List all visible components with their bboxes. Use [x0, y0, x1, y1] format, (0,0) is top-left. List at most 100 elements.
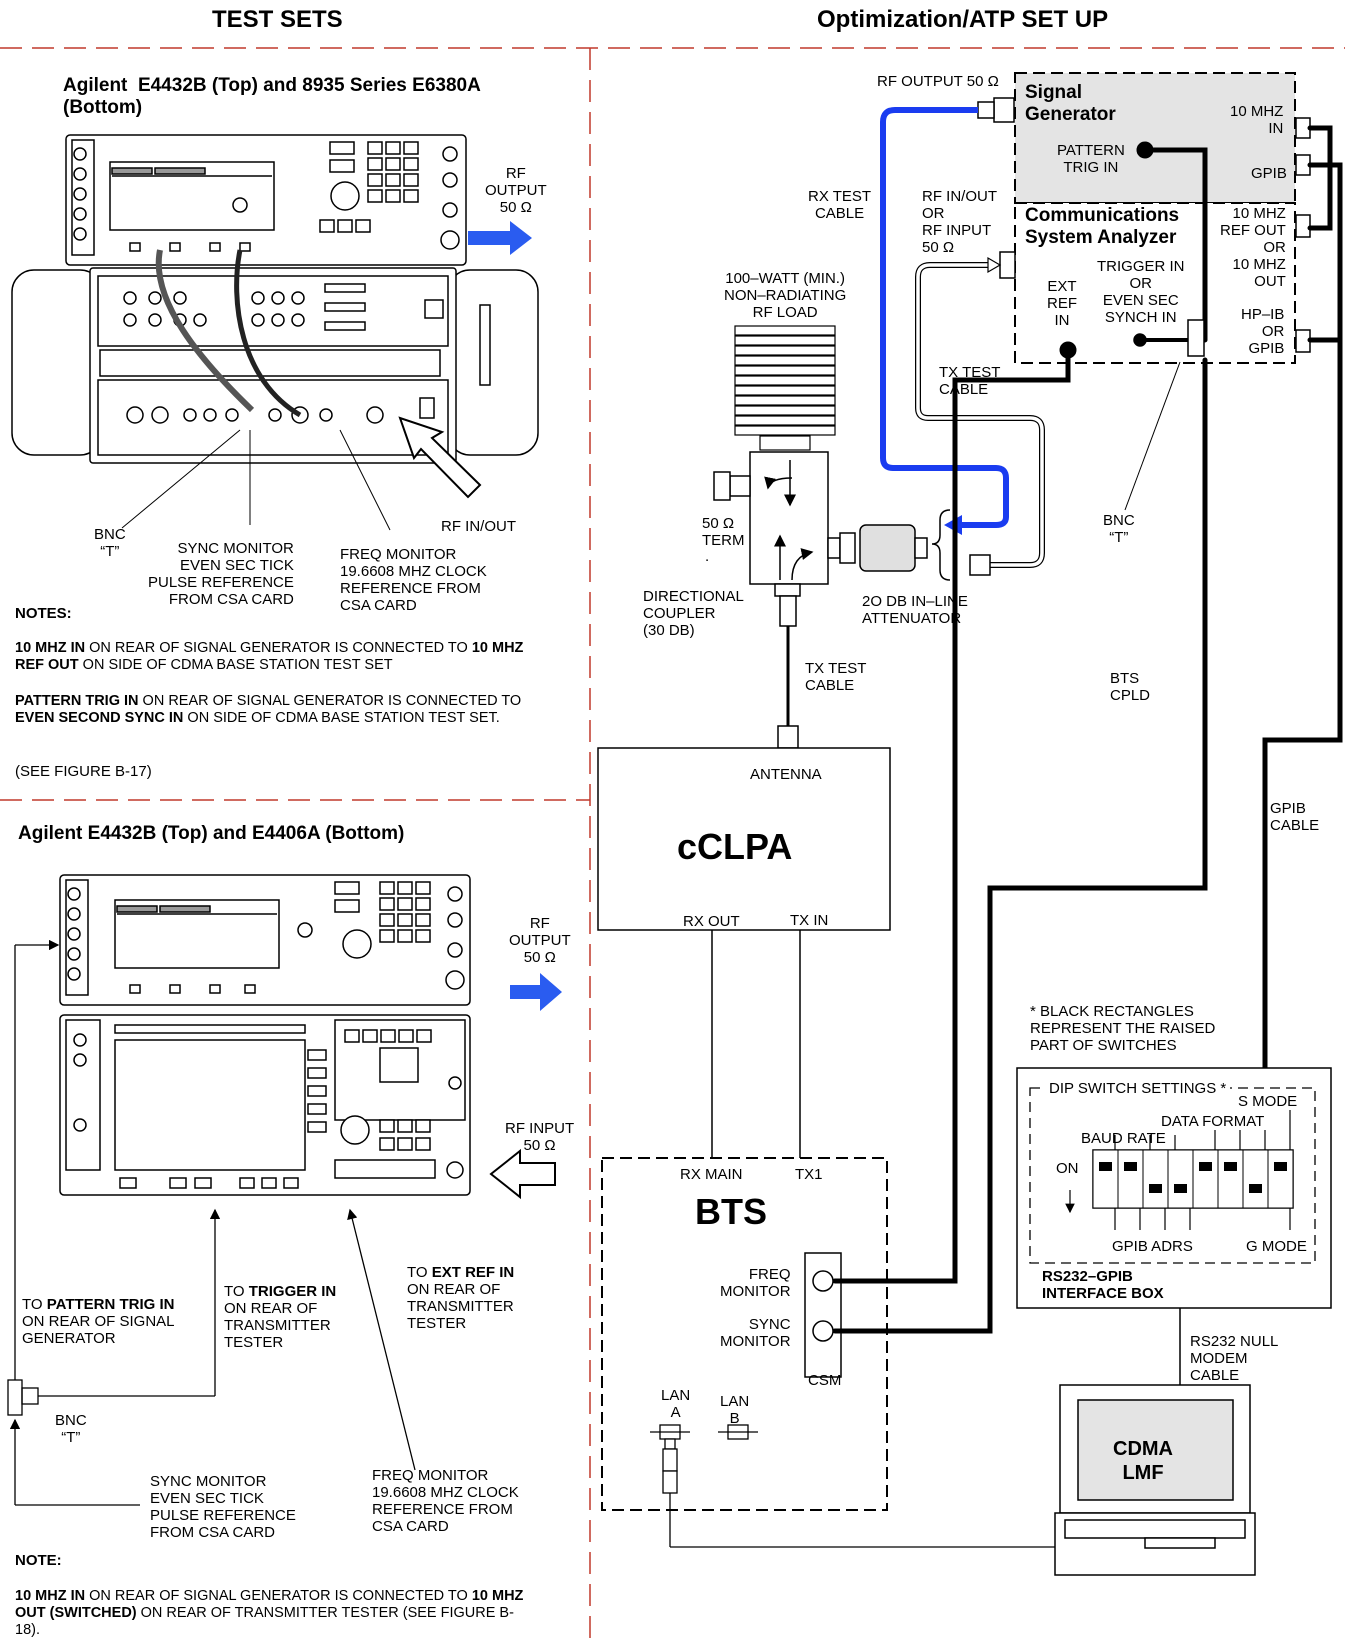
attenuator-brace: [932, 510, 950, 580]
rf-output-arrow-bottom: [510, 973, 562, 1011]
lan-a-label: LAN A: [661, 1387, 690, 1421]
dip-switch-toggle: [1199, 1162, 1212, 1171]
csm-label: CSM: [808, 1372, 841, 1389]
header-test-sets: TEST SETS: [212, 7, 343, 33]
term-50-label: 50 Ω TERM: [702, 515, 745, 549]
ten-mhz-ref-out-label: 10 MHZ REF OUT OR 10 MHZ OUT: [1220, 205, 1286, 290]
panel2-to-trigger-rest: ON REAR OF TRANSMITTER TESTER: [224, 1300, 331, 1351]
dip-switch-toggle: [1124, 1162, 1137, 1171]
g-mode-label: G MODE: [1246, 1238, 1307, 1255]
cdma-lmf-label: CDMA LMF: [1113, 1437, 1173, 1485]
ext-ref-in-label: EXT REF IN: [1047, 278, 1077, 329]
panel1-sync-monitor: SYNC MONITOR EVEN SEC TICK PULSE REFEREN…: [148, 540, 294, 608]
dip-switch-slot: [1268, 1150, 1293, 1208]
ten-mhz-in-label: 10 MHZ IN: [1230, 103, 1283, 137]
panel1-note-1: 10 MHZ IN ON REAR OF SIGNAL GENERATOR IS…: [15, 640, 555, 674]
panel2-rf-output: RF OUTPUT 50 Ω: [509, 915, 571, 966]
attenuator-label: 2O DB IN–LINE ATTENUATOR: [862, 593, 968, 627]
dip-switch-slot: [1093, 1150, 1118, 1208]
panel1-freq-monitor: FREQ MONITOR 19.6608 MHZ CLOCK REFERENCE…: [340, 546, 487, 614]
trigger-in-label: TRIGGER IN OR EVEN SEC SYNCH IN: [1097, 258, 1185, 326]
rf-cable-blue: [883, 110, 1006, 525]
csm-module: [805, 1253, 841, 1377]
setup-bnc-t-label: BNC “T”: [1103, 512, 1135, 546]
panel2-note-heading: NOTE:: [15, 1552, 62, 1569]
dip-switch-toggle: [1224, 1162, 1237, 1171]
panel2-rf-input: RF INPUT 50 Ω: [505, 1120, 574, 1154]
rf-input-arrow: [491, 1151, 555, 1197]
comm-analyzer-title: Communications System Analyzer: [1025, 205, 1179, 249]
gpib-adrs-label: GPIB ADRS: [1112, 1238, 1193, 1255]
tx-test-cable-bottom-label: TX TEST CABLE: [805, 660, 866, 694]
dip-switch-toggle: [1174, 1184, 1187, 1193]
panel2-to-trigger-in: TO TRIGGER IN: [224, 1283, 336, 1300]
e4406a-bottom-instrument: [60, 1015, 470, 1195]
panel1-note-2: PATTERN TRIG IN ON REAR OF SIGNAL GENERA…: [15, 693, 555, 727]
setup-rf-output-50: RF OUTPUT 50 Ω: [877, 73, 999, 90]
panel1-notes-heading: NOTES:: [15, 605, 72, 622]
antenna-label: ANTENNA: [750, 766, 822, 783]
panel1-see-figure: (SEE FIGURE B-17): [15, 763, 152, 780]
black-rect-note: * BLACK RECTANGLES REPRESENT THE RAISED …: [1030, 1003, 1215, 1054]
bts-label: BTS: [695, 1193, 767, 1231]
panel2-bnc-t: BNC “T”: [55, 1412, 87, 1446]
null-modem-label: RS232 NULL MODEM CABLE: [1190, 1333, 1278, 1384]
dip-switch-slot: [1193, 1150, 1218, 1208]
panel1-rf-output: RF OUTPUT 50 Ω: [485, 165, 547, 216]
signal-generator-title: Signal Generator: [1025, 82, 1116, 126]
cclpa-label: cCLPA: [677, 828, 792, 866]
rf-load-label: 100–WATT (MIN.) NON–RADIATING RF LOAD: [724, 270, 846, 321]
panel1-bnc-t: BNC “T”: [94, 526, 126, 560]
dip-switch-toggle: [1274, 1162, 1287, 1171]
interface-box-label: RS232–GPIB INTERFACE BOX: [1042, 1268, 1164, 1302]
panel2-to-ext-ref-rest: ON REAR OF TRANSMITTER TESTER: [407, 1281, 514, 1332]
data-format-label: DATA FORMAT: [1161, 1113, 1264, 1130]
hpib-gpib-label: HP–IB OR GPIB: [1241, 306, 1284, 357]
dip-switch-toggle: [1149, 1184, 1162, 1193]
rf-output-arrow-top: [468, 221, 532, 255]
sync-monitor-label: SYNC MONITOR: [720, 1316, 791, 1350]
panel2-to-pattern-rest: ON REAR OF SIGNAL GENERATOR: [22, 1313, 175, 1347]
bts-cpld-label: BTS CPLD: [1110, 670, 1150, 704]
on-label: ON: [1056, 1160, 1079, 1177]
baud-rate-label: BAUD RATE: [1081, 1130, 1166, 1147]
rf-load-heatsink: [735, 326, 835, 450]
gpib-cable-label: GPIB CABLE: [1270, 800, 1319, 834]
gpib-port-label: GPIB: [1251, 165, 1287, 182]
e6380a-bottom-instrument: [12, 268, 538, 463]
freq-monitor-label: FREQ MONITOR: [720, 1266, 791, 1300]
lan-b-label: LAN B: [720, 1393, 749, 1427]
header-setup: Optimization/ATP SET UP: [817, 7, 1108, 33]
dip-switch-toggle: [1099, 1162, 1112, 1171]
term-dot: .: [705, 548, 709, 565]
dip-switch-toggle: [1249, 1184, 1262, 1193]
panel2-to-ext-ref: TO EXT REF IN: [407, 1264, 514, 1281]
panel1-rf-in-out: RF IN/OUT: [441, 518, 516, 535]
rx-main-label: RX MAIN: [680, 1166, 743, 1183]
rx-test-cable-label: RX TEST CABLE: [808, 188, 871, 222]
tx-in-label: TX IN: [790, 912, 828, 929]
dip-switch-slot: [1118, 1150, 1143, 1208]
dip-switch-bank: [1093, 1150, 1293, 1208]
rf-in-out-label: RF IN/OUT OR RF INPUT 50 Ω: [922, 188, 997, 256]
pattern-trig-in-label: PATTERN TRIG IN: [1057, 142, 1125, 176]
panel2-freq-monitor: FREQ MONITOR 19.6608 MHZ CLOCK REFERENCE…: [372, 1467, 519, 1535]
directional-coupler-label: DIRECTIONAL COUPLER (30 DB): [643, 588, 744, 639]
panel2-to-pattern-trig: TO PATTERN TRIG IN: [22, 1296, 175, 1313]
panel2-sync-monitor: SYNC MONITOR EVEN SEC TICK PULSE REFEREN…: [150, 1473, 296, 1541]
dip-switch-slot: [1168, 1150, 1193, 1208]
dip-switch-title: DIP SWITCH SETTINGS *: [1045, 1080, 1230, 1097]
tx1-label: TX1: [795, 1166, 823, 1183]
rx-out-label: RX OUT: [683, 913, 740, 930]
dip-switch-slot: [1218, 1150, 1243, 1208]
dip-switch-slot: [1143, 1150, 1168, 1208]
panel1-title-line2: (Bottom): [63, 97, 142, 119]
s-mode-label: S MODE: [1238, 1093, 1297, 1110]
panel2-title: Agilent E4432B (Top) and E4406A (Bottom): [18, 823, 404, 845]
panel2-note: 10 MHZ IN ON REAR OF SIGNAL GENERATOR IS…: [15, 1588, 535, 1639]
e4432b-top-instrument: [66, 135, 466, 265]
dip-switch-slot: [1243, 1150, 1268, 1208]
tx-test-cable-top-label: TX TEST CABLE: [939, 364, 1000, 398]
panel1-title-line1: Agilent E4432B (Top) and 8935 Series E63…: [63, 75, 481, 97]
e4432b-top-instrument-2: [60, 875, 470, 1005]
